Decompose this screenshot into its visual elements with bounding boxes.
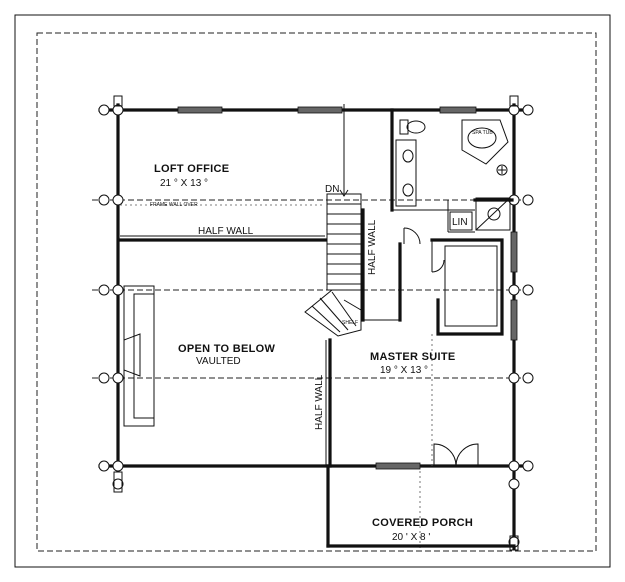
master-suite-label: MASTER SUITE bbox=[370, 351, 456, 363]
log-course-lines bbox=[92, 199, 528, 379]
shower bbox=[475, 197, 511, 231]
log-posts bbox=[113, 95, 519, 551]
covered-porch-size: 20 ' X 8 ' bbox=[392, 532, 430, 543]
drawing-border bbox=[14, 14, 611, 568]
top-windows bbox=[177, 106, 477, 114]
spa-tub: SPA TUB bbox=[461, 119, 509, 176]
vanity bbox=[395, 139, 417, 207]
spa-tub-label: SPA TUB bbox=[472, 130, 493, 136]
bathroom-walls bbox=[390, 108, 514, 233]
bath-door bbox=[403, 227, 421, 245]
stair-down-label: DN bbox=[325, 184, 339, 195]
master-suite-size: 19 ° X 13 ° bbox=[380, 365, 428, 376]
shelf-label: SHELF bbox=[342, 320, 358, 326]
log-ends bbox=[98, 104, 534, 548]
vaulted-label: VAULTED bbox=[196, 356, 241, 367]
loft-office-size: 21 ° X 13 ° bbox=[160, 178, 208, 189]
stair-half-wall-label: HALF WALL bbox=[367, 219, 378, 275]
open-to-below-label: OPEN TO BELOW bbox=[178, 343, 276, 355]
loft-half-wall-label: HALF WALL bbox=[198, 226, 254, 237]
covered-porch-outline bbox=[326, 464, 516, 548]
frame-wall-over-label: FRAME WALL OVER bbox=[150, 202, 198, 208]
right-windows bbox=[510, 231, 518, 341]
roof-outline bbox=[36, 32, 597, 552]
walk-in-closet bbox=[430, 238, 504, 336]
covered-porch-label: COVERED PORCH bbox=[372, 517, 473, 529]
open-half-wall-label: HALF WALL bbox=[314, 374, 325, 430]
linen-label: LIN bbox=[452, 217, 468, 228]
loft-office-label: LOFT OFFICE bbox=[154, 163, 229, 175]
linen-closet bbox=[449, 211, 473, 231]
chimney bbox=[123, 285, 155, 427]
stair bbox=[304, 104, 362, 337]
porch-guide-lines bbox=[419, 334, 433, 548]
toilet bbox=[399, 119, 426, 135]
porch-doors bbox=[433, 443, 479, 467]
porch-window bbox=[375, 462, 421, 470]
